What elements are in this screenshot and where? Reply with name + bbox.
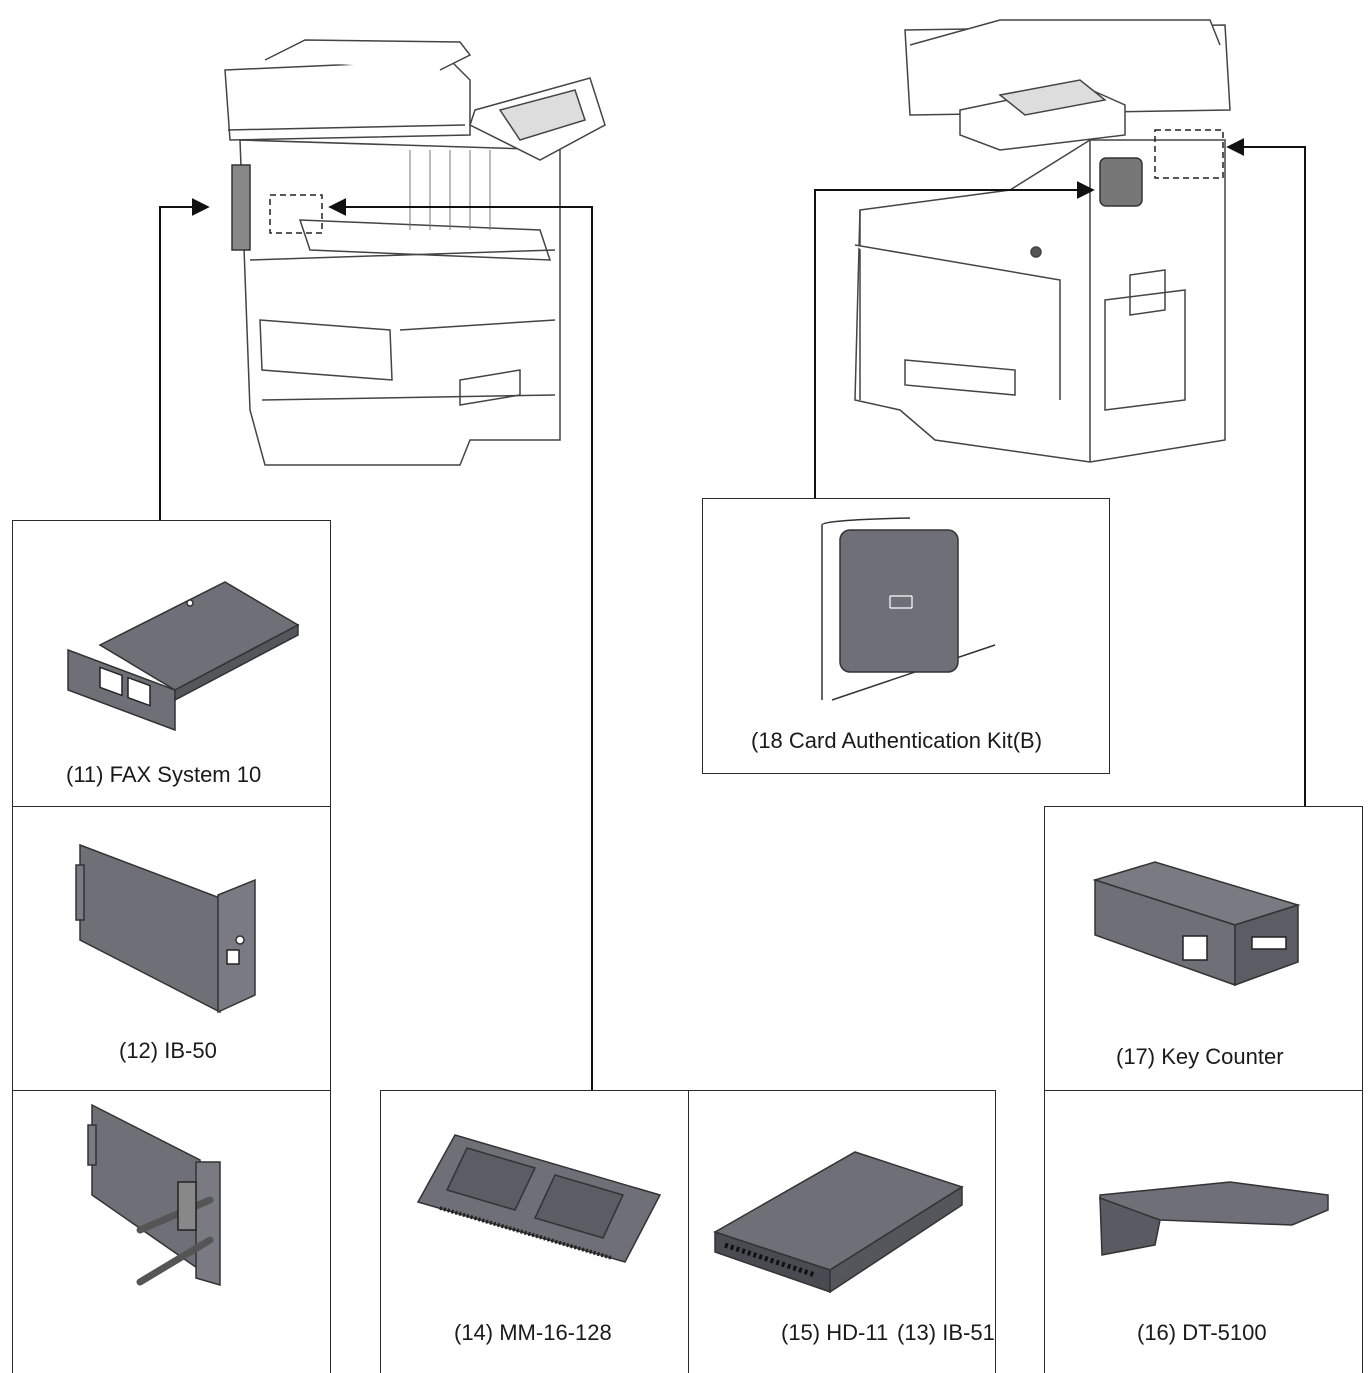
label-ib51: (13) IB-51 [897,1320,995,1345]
connector-fax [159,198,210,520]
label-hdd: (15) HD-11 [781,1320,889,1345]
card-reader-illustration [821,517,996,701]
panel-ib51 [12,1090,331,1373]
connector-card [814,181,1095,498]
connector-lines [159,138,1306,1091]
panel-hdd [688,1090,996,1373]
hdd-illustration [713,1151,964,1294]
label-key-counter: (17) Key Counter [1116,1044,1284,1069]
tray-illustration [1099,1181,1329,1256]
printer-front-illustration [224,39,606,466]
key-counter-illustration [1092,861,1301,987]
panel-tray [1044,1090,1363,1373]
connector-counter [1226,138,1306,806]
label-ib50: (12) IB-50 [119,1038,217,1063]
printer-rear-illustration [854,19,1231,463]
label-memory: (14) MM-16-128 [454,1320,612,1345]
ib50-card-illustration [75,843,256,1014]
fax-board-illustration [67,581,300,732]
label-fax-system: (11) FAX System 10 [66,762,262,787]
label-card-auth: (18 Card Authentication Kit(B) [751,728,1043,753]
memory-module-illustration [416,1134,662,1263]
ib51-card-illustration [87,1103,221,1286]
panel-card-auth [702,498,1110,774]
label-tray: (16) DT-5100 [1137,1320,1267,1345]
connector-memory [328,198,593,1091]
